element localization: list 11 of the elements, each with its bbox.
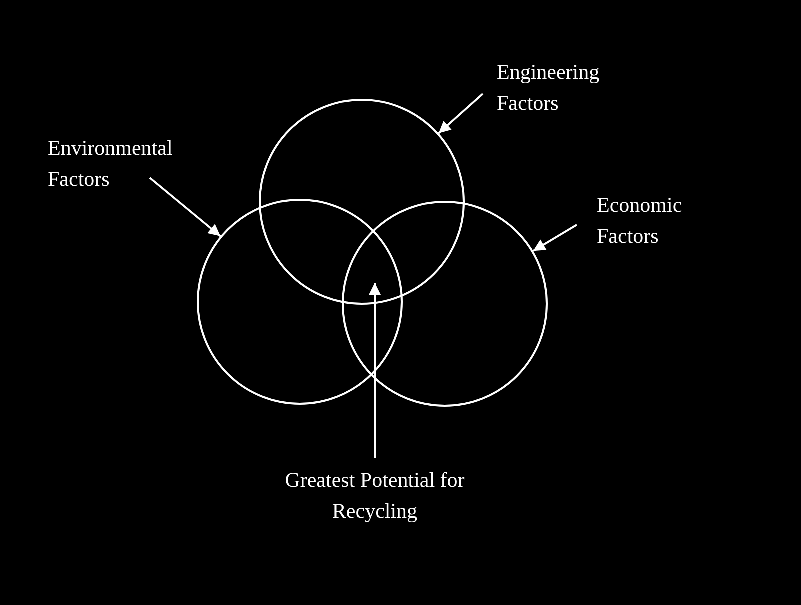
callout-label: Engineering Factors	[497, 57, 627, 119]
venn-circle	[196, 198, 404, 406]
leader-arrow	[369, 283, 381, 458]
callout-label: Economic Factors	[597, 190, 717, 252]
venn-circle	[341, 200, 549, 408]
leader-arrow	[149, 177, 222, 238]
callout-label: Greatest Potential for Recycling	[255, 465, 495, 527]
leader-arrow	[438, 93, 484, 134]
venn-circle	[258, 98, 466, 306]
callout-label: Environmental Factors	[48, 133, 198, 195]
leader-arrow	[532, 224, 578, 252]
